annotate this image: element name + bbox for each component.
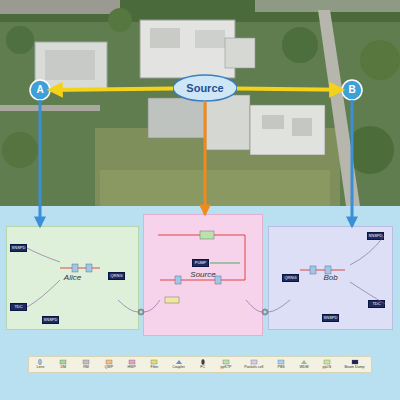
qrng-box: QRNG [282, 274, 299, 282]
legend-item: Coupler [172, 359, 185, 370]
tree-line [0, 0, 400, 22]
legend-label: Lens [37, 366, 45, 370]
road [318, 10, 360, 206]
link-arrow [351, 100, 354, 226]
box-label: SNSPD [369, 234, 383, 238]
site-marker: A [29, 79, 51, 101]
box-label: SNSPD [324, 316, 338, 320]
fiber-coil [138, 309, 268, 315]
link-arrow [39, 100, 42, 226]
legend-label: QWP [105, 366, 114, 370]
box-label: QRNG [111, 274, 123, 278]
legend-symbol [35, 359, 45, 365]
legend-item: QWP [104, 359, 114, 370]
legend-item: Lens [35, 359, 45, 370]
legend-item: PBS [276, 359, 286, 370]
station-panel: Bob QRNG TDC SNSPD SNSPD [268, 226, 393, 330]
legend-symbol [350, 359, 360, 365]
road [0, 0, 120, 14]
building-roof [45, 50, 95, 80]
legend-symbol [149, 359, 159, 365]
timing-box: TDC [368, 300, 385, 308]
detector-box: SNSPD [367, 232, 384, 240]
legend-symbol [221, 359, 231, 365]
detector-box: SNSPD [42, 316, 59, 324]
detector-box: SNSPD [322, 314, 339, 322]
entanglement-arrow [50, 88, 173, 89]
legend-label: DM [60, 366, 66, 370]
station-name: Source [190, 271, 215, 279]
legend-label: ppLN [322, 366, 331, 370]
legend-symbol [174, 359, 184, 365]
legend-symbol [249, 359, 259, 365]
legend-label: Beam Dump [345, 366, 365, 370]
legend-symbol [299, 359, 309, 365]
box-label: TDC [372, 302, 380, 306]
legend-item: Pockels cell [244, 359, 263, 370]
station-name: Bob [323, 274, 337, 282]
legend-item: DM [58, 359, 68, 370]
road [0, 105, 100, 111]
legend-item: Beam Dump [345, 359, 365, 370]
link-arrow [204, 101, 207, 214]
legend-symbol [276, 359, 286, 365]
source-ellipse: Source [172, 74, 238, 102]
box-label: SNSPD [44, 318, 58, 322]
legend-item: ppLN [322, 359, 332, 370]
box-label: QRNG [285, 276, 297, 280]
legend-symbol [81, 359, 91, 365]
building [140, 20, 235, 78]
box-label: A [36, 85, 43, 95]
tree-cover [0, 0, 400, 206]
legend: Lens DM RM QWP HWP Filter Coupler FC ppKTP Pockel… [28, 356, 372, 373]
legend-symbol [104, 359, 114, 365]
field [255, 0, 400, 12]
legend-label: FC [200, 366, 205, 370]
legend-label: WDM [299, 366, 308, 370]
legend-label: Pockels cell [244, 366, 263, 370]
box-label: PUMP [195, 261, 207, 265]
legend-symbol [322, 359, 332, 365]
box-label: TDC [14, 305, 22, 309]
box-label: B [348, 85, 355, 95]
legend-label: ppKTP [221, 366, 232, 370]
timing-box: TDC [10, 303, 27, 311]
legend-label: Filter [150, 366, 158, 370]
optical-element [72, 231, 331, 303]
legend-item: HWP [127, 359, 137, 370]
detector-box: SNSPD [10, 244, 27, 252]
legend-label: RM [83, 366, 89, 370]
building [148, 98, 206, 138]
legend-symbol [198, 359, 208, 365]
station-panel: AliceSNSPDTDCSNSPDQRNG [6, 226, 139, 330]
station-name: Alice [64, 274, 81, 282]
station-name: Source [186, 83, 223, 94]
legend-symbol [127, 359, 137, 365]
entanglement-arrow [237, 88, 342, 89]
legend-item: RM [81, 359, 91, 370]
grass-field [95, 128, 340, 206]
legend-label: HWP [127, 366, 135, 370]
source-panel: Source PUMP [143, 214, 263, 336]
pump-box: PUMP [192, 259, 209, 267]
laser-beam [60, 235, 345, 280]
legend-item: FC [198, 359, 208, 370]
grass-field [100, 170, 330, 206]
box-label: SNSPD [12, 246, 26, 250]
qrng-box: QRNG [108, 272, 125, 280]
fiber [27, 236, 385, 312]
legend-item: Filter [149, 359, 159, 370]
legend-symbol [58, 359, 68, 365]
building [250, 105, 325, 155]
site-marker: B [341, 79, 363, 101]
pump-beam [210, 263, 240, 264]
legend-label: Coupler [172, 366, 185, 370]
lab-background [0, 206, 400, 400]
legend-item: WDM [299, 359, 309, 370]
building [206, 95, 250, 150]
legend-item: ppKTP [221, 359, 232, 370]
legend-label: PBS [278, 366, 285, 370]
